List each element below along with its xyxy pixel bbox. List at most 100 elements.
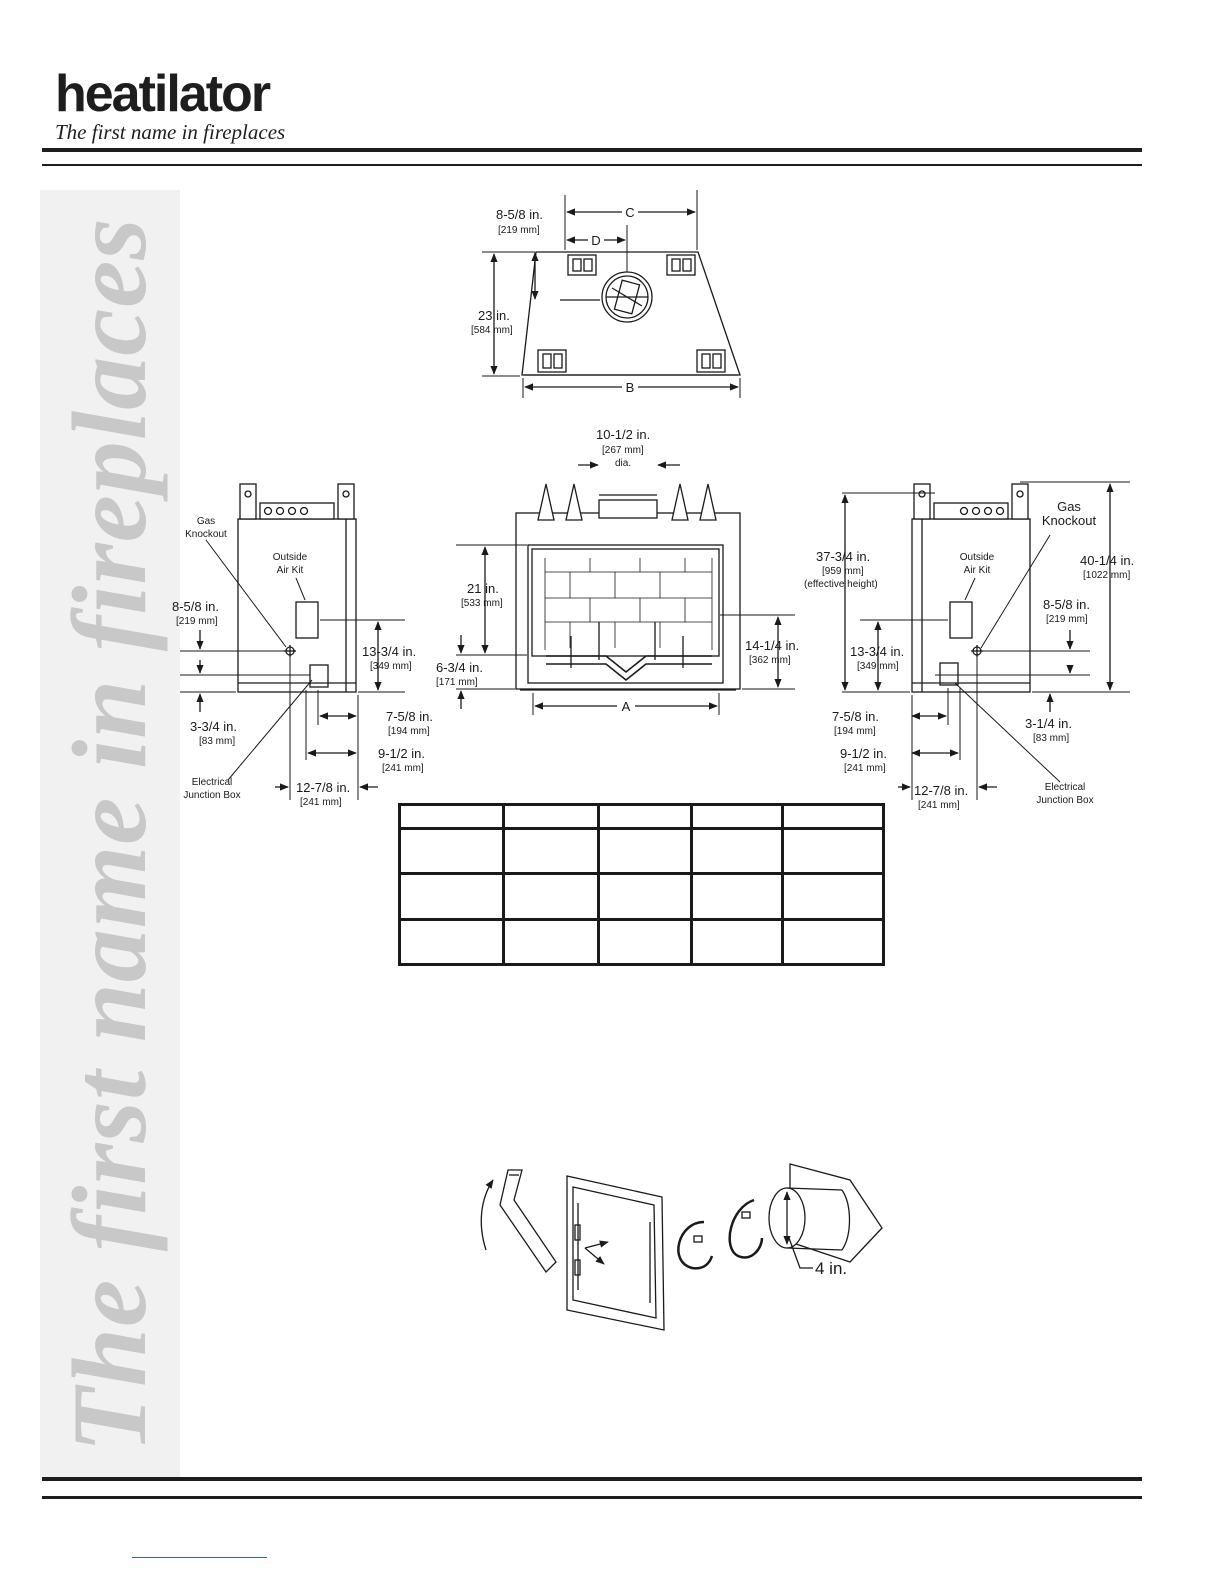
flex-duct bbox=[499, 1169, 557, 1274]
label-a: A bbox=[622, 699, 631, 714]
table-row bbox=[398, 803, 885, 830]
heatilator-logo: heatilator The first name in fireplaces bbox=[55, 68, 325, 148]
right-dim-a-mm: [194 mm] bbox=[834, 726, 876, 737]
left-gas-knockout-2: Knockout bbox=[185, 529, 227, 540]
top-dim-side: 8-5/8 in. bbox=[496, 207, 543, 222]
right-dim-gas: 8-5/8 in. bbox=[1043, 597, 1090, 612]
right-gas-knockout-2: Knockout bbox=[1042, 513, 1097, 528]
right-dim-total: 40-1/4 in. bbox=[1080, 553, 1134, 568]
table-cell bbox=[398, 917, 505, 967]
table-cell bbox=[597, 872, 693, 921]
left-dim-junction-mm: [83 mm] bbox=[199, 736, 235, 747]
left-dim-gas: 8-5/8 in. bbox=[172, 599, 219, 614]
footer-link-underline[interactable] bbox=[132, 1557, 267, 1558]
front-dim-opening: 21 in. bbox=[467, 581, 499, 596]
front-dim-base-mm: [171 mm] bbox=[436, 677, 478, 688]
table-row bbox=[398, 917, 885, 967]
front-dim-hearth-mm: [362 mm] bbox=[749, 655, 791, 666]
top-dim-depth-mm: [584 mm] bbox=[471, 325, 513, 336]
front-flue bbox=[598, 499, 658, 519]
label-b: B bbox=[626, 380, 635, 395]
table-row bbox=[398, 872, 885, 921]
table-cell bbox=[398, 826, 505, 876]
right-outside-air-kit-box bbox=[949, 601, 973, 639]
front-dim-opening-mm: [533 mm] bbox=[461, 598, 503, 609]
left-dim-junction: 3-3/4 in. bbox=[190, 719, 237, 734]
right-dim-total-mm: [1022 mm] bbox=[1083, 570, 1130, 581]
right-dim-b-mm: [241 mm] bbox=[844, 763, 886, 774]
table-cell bbox=[597, 803, 693, 830]
table-cell bbox=[781, 803, 885, 830]
left-outside-air-kit-box bbox=[295, 601, 319, 639]
table-cell bbox=[398, 872, 505, 921]
top-dim-depth: 23 in. bbox=[478, 308, 510, 323]
left-dim-c: 12-7/8 in. bbox=[296, 780, 350, 795]
table-cell bbox=[690, 917, 784, 967]
table-cell bbox=[690, 803, 784, 830]
left-junction-box bbox=[309, 664, 329, 688]
front-dim-flue-mm: [267 mm] bbox=[602, 445, 644, 456]
right-dim-air-mm: [349 mm] bbox=[857, 661, 899, 672]
table-cell bbox=[597, 917, 693, 967]
table-cell bbox=[690, 826, 784, 876]
right-gas-knockout-1: Gas bbox=[1057, 499, 1081, 514]
table-cell bbox=[781, 917, 885, 967]
right-dim-junction-mm: [83 mm] bbox=[1033, 733, 1069, 744]
left-gas-knockout-1: Gas bbox=[197, 516, 215, 527]
left-view-outline bbox=[237, 518, 357, 693]
label-c: C bbox=[625, 205, 634, 220]
table-cell bbox=[502, 803, 600, 830]
table-cell bbox=[781, 872, 885, 921]
left-dim-gas-mm: [219 mm] bbox=[176, 616, 218, 627]
table-cell bbox=[502, 872, 600, 921]
left-dim-b: 9-1/2 in. bbox=[378, 746, 425, 761]
table-cell bbox=[398, 803, 505, 830]
rotation-arrow bbox=[480, 1179, 494, 1251]
right-dim-a: 7-5/8 in. bbox=[832, 709, 879, 724]
front-dim-hearth: 14-1/4 in. bbox=[745, 638, 799, 653]
table-row bbox=[398, 826, 885, 876]
top-view bbox=[482, 190, 741, 398]
left-outside-air-kit-2: Air Kit bbox=[277, 565, 304, 576]
right-dim-eff: 37-3/4 in. bbox=[816, 549, 870, 564]
dimension-table bbox=[398, 803, 885, 967]
table-cell bbox=[690, 872, 784, 921]
footer-rule-second bbox=[42, 1496, 1142, 1499]
left-dim-air: 13-3/4 in. bbox=[362, 644, 416, 659]
right-dim-air: 13-3/4 in. bbox=[850, 644, 904, 659]
right-side-view bbox=[841, 481, 1130, 800]
right-dim-gas-mm: [219 mm] bbox=[1046, 614, 1088, 625]
front-dim-flue-note: dia. bbox=[615, 458, 631, 469]
top-view-outline bbox=[521, 251, 741, 376]
top-dim-side-mm: [219 mm] bbox=[498, 225, 540, 236]
left-dim-b-mm: [241 mm] bbox=[382, 763, 424, 774]
left-dim-air-mm: [349 mm] bbox=[370, 661, 412, 672]
table-cell bbox=[502, 917, 600, 967]
front-dim-base: 6-3/4 in. bbox=[436, 660, 483, 675]
air-kit-panel bbox=[566, 1175, 665, 1331]
sidebar-watermark-panel: The first name in fireplaces bbox=[40, 190, 180, 1480]
outside-air-kit-figure bbox=[480, 1163, 883, 1331]
table-cell bbox=[502, 826, 600, 876]
right-dim-eff-note: (effective height) bbox=[804, 579, 878, 590]
wire-1 bbox=[677, 1220, 714, 1270]
right-dim-eff-mm: [959 mm] bbox=[822, 566, 864, 577]
right-dim-c-mm: [241 mm] bbox=[918, 800, 960, 811]
left-electrical-junction-box-1: Electrical bbox=[192, 777, 233, 788]
left-dim-a: 7-5/8 in. bbox=[386, 709, 433, 724]
left-dim-a-mm: [194 mm] bbox=[388, 726, 430, 737]
right-junction-box bbox=[939, 662, 959, 686]
right-dim-c: 12-7/8 in. bbox=[914, 783, 968, 798]
header-rule-thin bbox=[42, 164, 1142, 166]
right-dim-junction: 3-1/4 in. bbox=[1025, 716, 1072, 731]
right-electrical-junction-box-2: Junction Box bbox=[1036, 795, 1093, 806]
front-view-outline bbox=[515, 512, 741, 690]
footer-rule-thick bbox=[42, 1477, 1142, 1481]
left-side-view bbox=[180, 483, 405, 800]
right-view-outline bbox=[911, 518, 1031, 693]
right-dim-b: 9-1/2 in. bbox=[840, 746, 887, 761]
table-cell bbox=[597, 826, 693, 876]
left-dim-c-mm: [241 mm] bbox=[300, 797, 342, 808]
table-cell bbox=[781, 826, 885, 876]
